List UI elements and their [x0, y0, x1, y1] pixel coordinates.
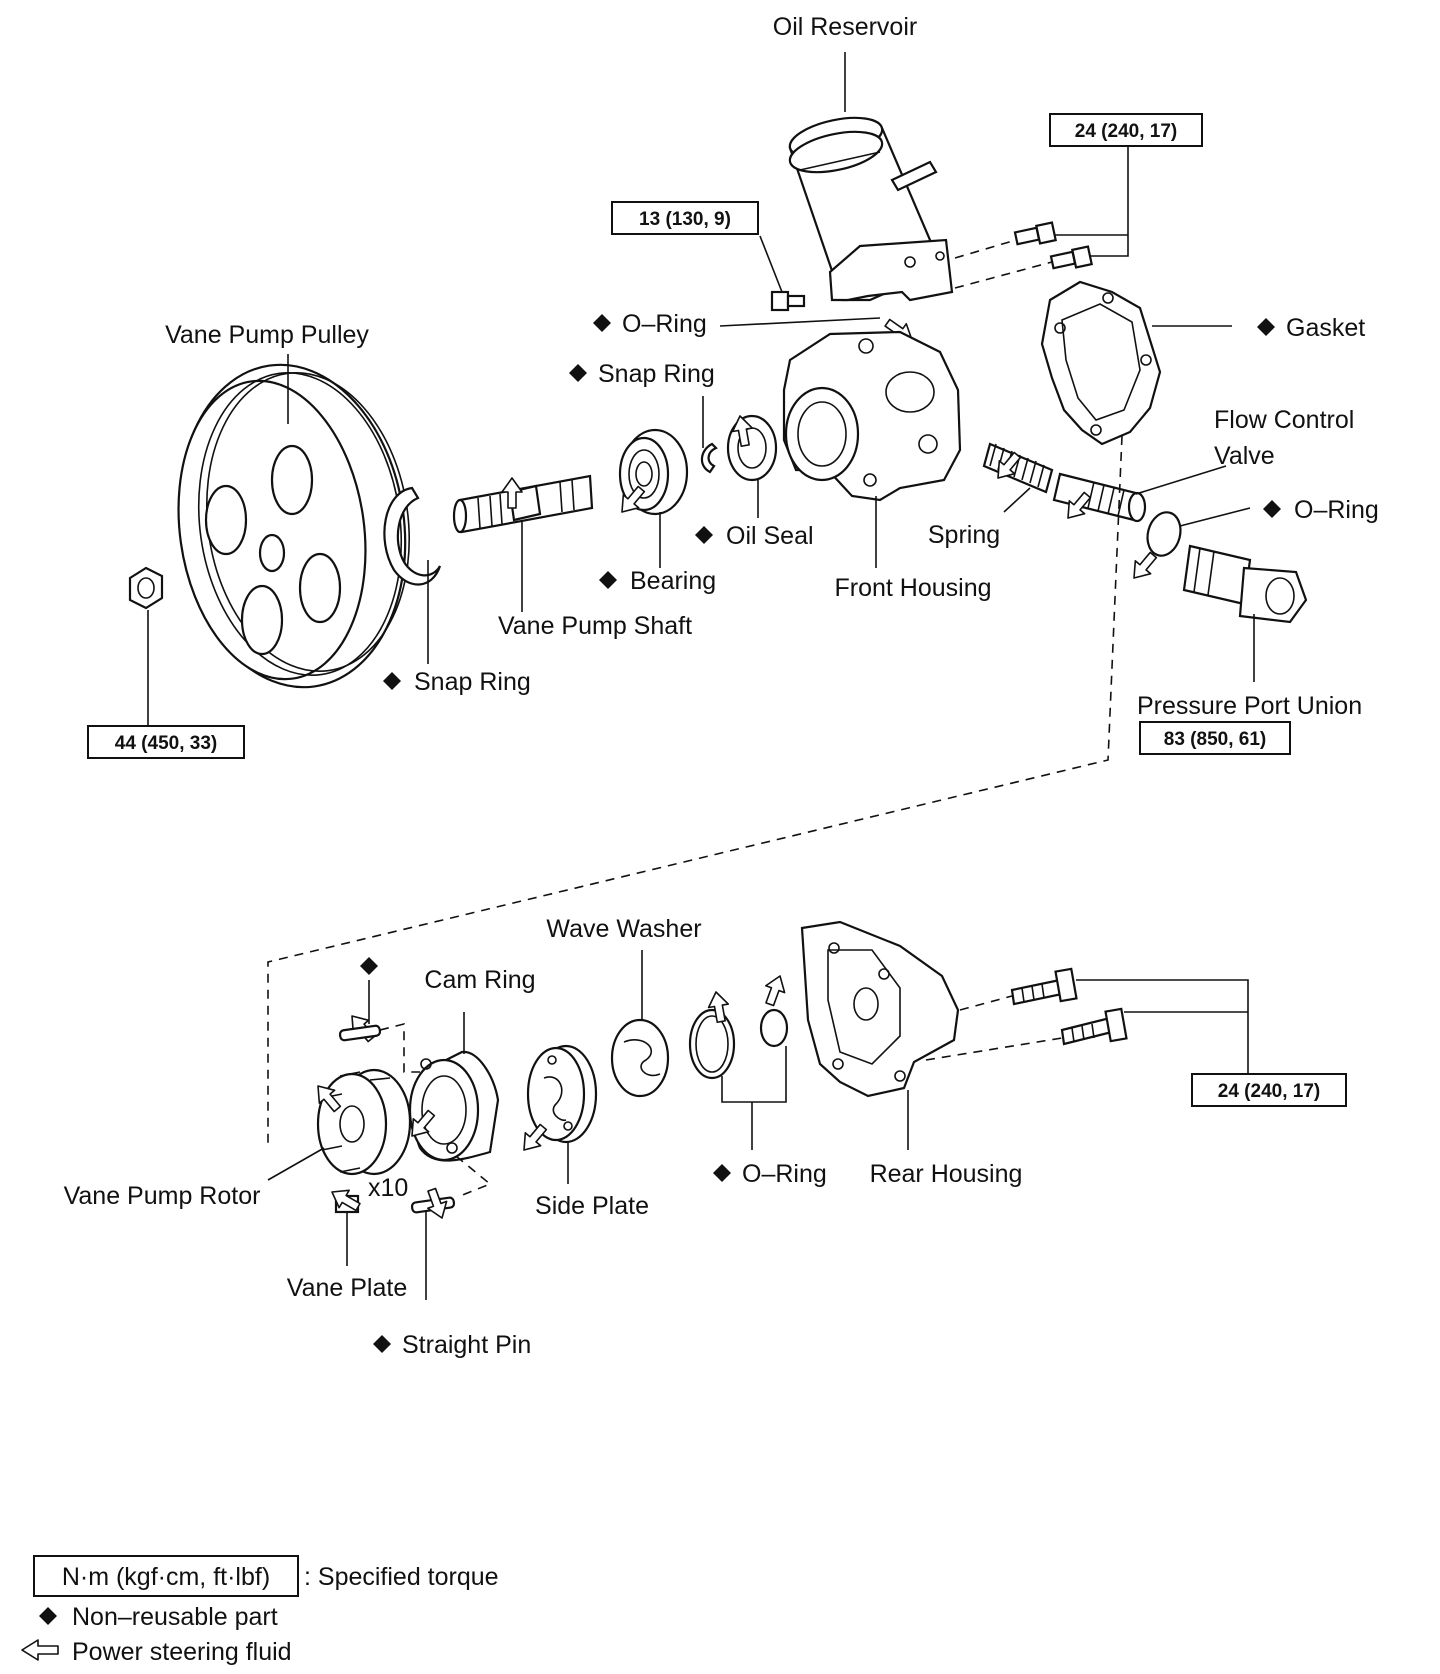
legend: N·m (kgf·cm, ft·lbf) : Specified torque …	[21, 1555, 499, 1666]
side-plate-label: Side Plate	[535, 1192, 649, 1220]
snap-ring-lower-label: Snap Ring	[414, 668, 531, 696]
vane-pump-shaft-label: Vane Pump Shaft	[498, 612, 692, 640]
flow-control-valve-label-1: Flow Control	[1214, 406, 1354, 434]
torque-box-pulley	[87, 725, 245, 759]
oil-reservoir	[788, 116, 954, 302]
legend-fluid: Power steering fluid	[72, 1638, 292, 1666]
front-housing	[782, 330, 962, 502]
o-ring-right-label: O–Ring	[1294, 496, 1379, 524]
spring	[982, 442, 1054, 494]
cam-ring	[408, 1050, 500, 1162]
vane-pump-pulley	[177, 363, 411, 689]
o-ring-top-label: O–Ring	[622, 310, 707, 338]
rear-housing-bolt-2	[1060, 1007, 1128, 1046]
bracket-bolt-leader	[759, 235, 783, 293]
reservoir-bolt-leader	[1054, 146, 1129, 257]
rotor-leader	[267, 1147, 325, 1181]
torque-bracket-bolt: 13 (130, 9)	[639, 209, 731, 230]
non-reusable-mark-gasket	[1257, 318, 1275, 336]
side-plate	[526, 1044, 598, 1144]
non-reusable-mark-straight-pin	[373, 1335, 391, 1353]
legend-torque-unit: N·m (kgf·cm, ft·lbf)	[62, 1563, 270, 1591]
legend-torque-box	[33, 1555, 299, 1597]
oil-reservoir-label: Oil Reservoir	[773, 13, 917, 41]
non-reusable-mark-oring-bottom	[713, 1164, 731, 1182]
reservoir-bracket-bolt	[770, 290, 806, 312]
torque-reservoir-bolts: 24 (240, 17)	[1075, 121, 1177, 142]
non-reusable-mark-bearing	[599, 571, 617, 589]
o-ring-bottom-leader	[721, 1046, 787, 1150]
reservoir-bolt-1-line	[954, 239, 1017, 259]
pulley-nut	[128, 566, 164, 610]
gasket	[1040, 280, 1162, 446]
reservoir-bolt-1	[1013, 221, 1058, 246]
legend-non-reusable: Non–reusable part	[72, 1603, 278, 1631]
vane-pump-shaft	[452, 474, 594, 534]
torque-rear-housing-bolts: 24 (240, 17)	[1218, 1081, 1320, 1102]
snap-ring-lower	[383, 486, 442, 586]
reservoir-bolt-2	[1049, 245, 1094, 270]
rear-bolt-1-dash	[959, 995, 1013, 1011]
o-ring-bottom-label: O–Ring	[742, 1160, 827, 1188]
snap-ring-upper-label: Snap Ring	[598, 360, 715, 388]
wave-washer-label: Wave Washer	[546, 915, 701, 943]
straight-pin-top	[338, 1024, 382, 1042]
wave-washer	[610, 1018, 670, 1098]
non-reusable-mark-pin-top	[360, 957, 378, 975]
torque-pulley-nut: 44 (450, 33)	[115, 733, 217, 754]
non-reusable-mark-oil-seal	[695, 526, 713, 544]
alignment-dashed-line	[267, 435, 1123, 1146]
cam-ring-label: Cam Ring	[424, 966, 535, 994]
o-ring-bottom-large	[688, 1008, 736, 1080]
torque-box-reservoir	[1049, 113, 1203, 147]
oil-seal-label: Oil Seal	[726, 522, 814, 550]
o-ring-bottom-small	[759, 1008, 789, 1048]
vane-pump-rotor-label: Vane Pump Rotor	[64, 1182, 261, 1210]
legend-fluid-arrow-icon	[21, 1639, 59, 1661]
o-ring-right-leader	[1179, 507, 1251, 527]
straight-pin-label: Straight Pin	[402, 1331, 531, 1359]
torque-box-rear-housing	[1191, 1073, 1347, 1107]
flow-valve-leader	[1135, 465, 1227, 495]
non-reusable-mark-oring-top	[593, 314, 611, 332]
gasket-label: Gasket	[1286, 314, 1365, 342]
pressure-port-union-label: Pressure Port Union	[1137, 692, 1362, 720]
pin-top-dash	[379, 1022, 420, 1073]
rear-housing-label: Rear Housing	[870, 1160, 1023, 1188]
torque-box-bracket	[611, 201, 759, 235]
o-ring-right	[1146, 511, 1182, 557]
rear-housing-bolt-1	[1010, 967, 1078, 1006]
rear-housing	[800, 920, 960, 1098]
spring-leader	[1003, 487, 1031, 513]
x10-label: x10	[368, 1174, 408, 1202]
snap-ring-upper	[700, 442, 718, 474]
reservoir-bolt-2-line	[954, 261, 1053, 289]
bearing-label: Bearing	[630, 567, 716, 595]
flow-control-valve-label-2: Valve	[1214, 442, 1275, 470]
vane-plate-label: Vane Plate	[287, 1274, 407, 1302]
torque-pressure-port: 83 (850, 61)	[1164, 729, 1266, 750]
spring-label: Spring	[928, 521, 1000, 549]
vane-pump-pulley-label: Vane Pump Pulley	[165, 321, 369, 349]
vane-pump-rotor	[316, 1068, 412, 1176]
non-reusable-mark-snap-ring-upper	[569, 364, 587, 382]
non-reusable-mark-oring-right	[1263, 500, 1281, 518]
non-reusable-mark-snap-ring-lower	[383, 672, 401, 690]
rear-bolt-2-dash	[925, 1037, 1063, 1061]
torque-box-pressure-port	[1139, 721, 1291, 755]
legend-torque-desc: : Specified torque	[304, 1563, 499, 1591]
pressure-port-union	[1182, 544, 1308, 624]
pin-bottom-dash	[455, 1155, 492, 1197]
legend-diamond-icon	[39, 1607, 57, 1625]
front-housing-label: Front Housing	[834, 574, 991, 602]
fluid-arrow-oring-bottom-small	[759, 971, 791, 1009]
rear-bolt-leader	[1076, 979, 1249, 1074]
o-ring-top-leader	[719, 317, 881, 327]
